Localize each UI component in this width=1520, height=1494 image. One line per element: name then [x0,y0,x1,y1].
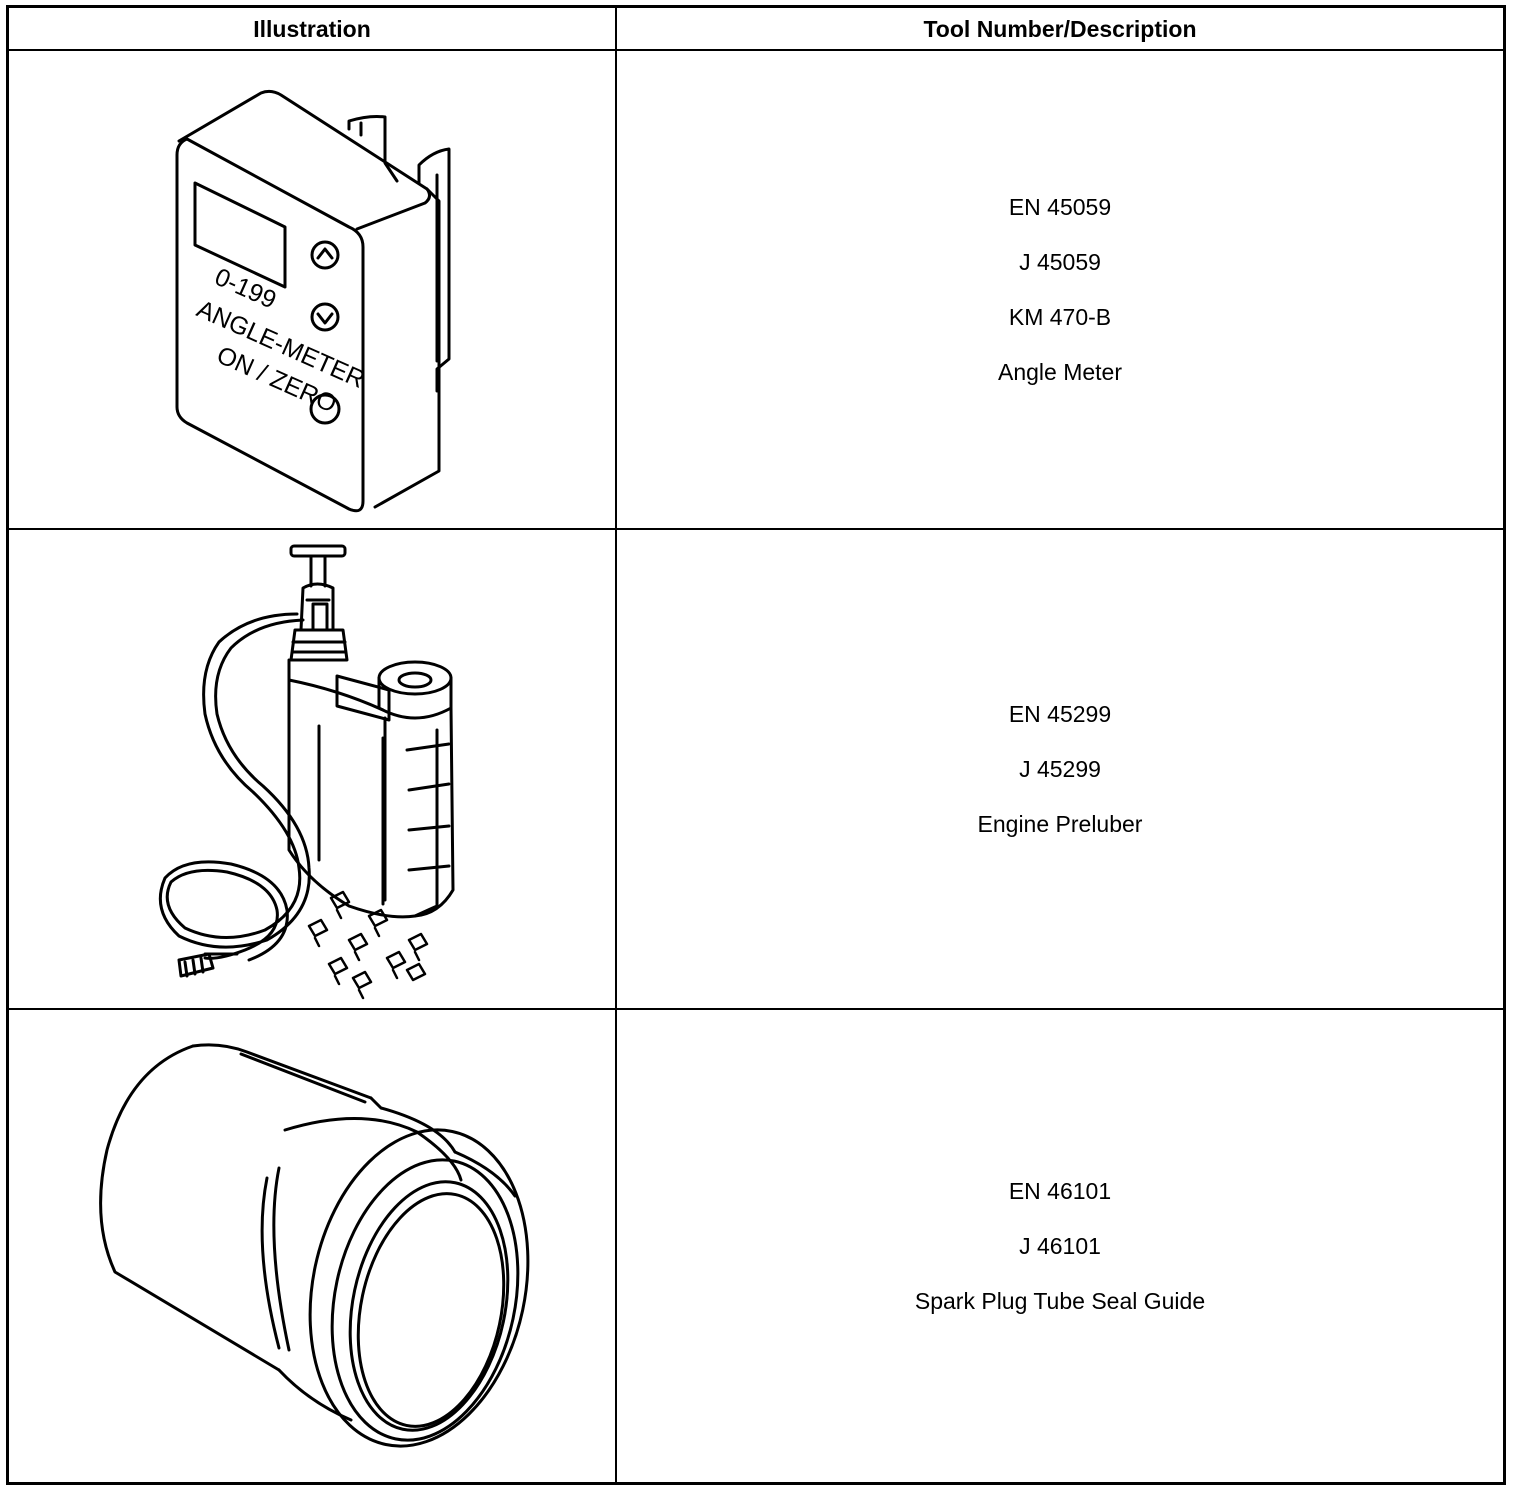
column-divider [615,8,617,1482]
tool-name: Angle Meter [997,358,1122,385]
tool-number-en: EN 45299 [1008,700,1112,727]
seal-guide-description: EN 46101 J 46101 Spark Plug Tube Seal Gu… [617,1010,1503,1482]
tool-number-j: J 46101 [1019,1232,1101,1259]
angle-meter-illustration: 0-199 ANGLE-METER ON / ZERO [175,89,451,513]
tool-number-km: KM 470-B [1008,303,1112,330]
seal-guide-illustration [99,1043,530,1448]
seal-guide-cell [9,1010,615,1482]
angle-meter-cell: 0-199 ANGLE-METER ON / ZERO [9,51,615,528]
engine-preluber-cell [9,530,615,1008]
row-divider-2 [9,1008,1503,1010]
tool-number-j: J 45299 [1019,755,1101,782]
tool-number-en: EN 46101 [1008,1177,1112,1204]
tool-name: Spark Plug Tube Seal Guide [914,1287,1206,1314]
tool-table: Illustration Tool Number/Description [6,5,1506,1485]
row-divider-1 [9,528,1503,530]
header-tool-description: Tool Number/Description [923,16,1197,42]
tool-number-en: EN 45059 [1008,193,1112,220]
header-divider [9,49,1503,51]
engine-preluber-illustration [158,544,455,1000]
engine-preluber-description: EN 45299 J 45299 Engine Preluber [617,530,1503,1008]
tool-number-j: J 45059 [1019,248,1101,275]
angle-meter-description: EN 45059 J 45059 KM 470-B Angle Meter [617,51,1503,528]
header-illustration: Illustration [253,16,371,42]
tool-name: Engine Preluber [977,810,1143,837]
